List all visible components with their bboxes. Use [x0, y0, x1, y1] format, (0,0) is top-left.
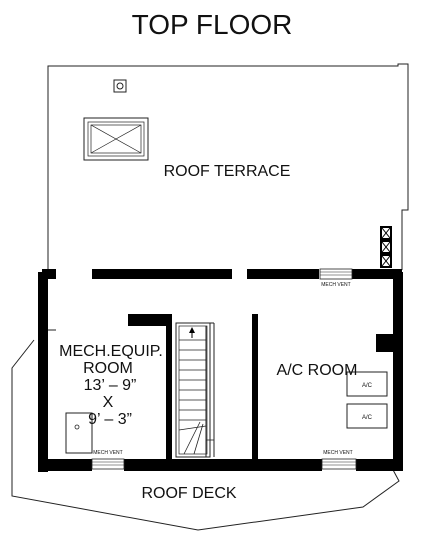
mech-room-label-line1: MECH.EQUIP.	[59, 343, 163, 360]
mech-vent-top-label: MECH VENT	[321, 282, 350, 288]
walls	[38, 269, 403, 472]
roof-deck-label: ROOF DECK	[141, 485, 236, 502]
roof-terrace-label: ROOF TERRACE	[164, 163, 291, 180]
mech-room-label-line2: ROOM	[83, 360, 133, 377]
roof-vent-icon	[116, 82, 124, 90]
ac-unit-2	[346, 403, 388, 429]
roof-vent-box	[113, 79, 127, 93]
roof-terrace-outline	[47, 63, 409, 271]
mech-room-dimension-1: 13’ – 9”	[84, 377, 137, 394]
water-heater	[65, 412, 93, 454]
stair-winders	[178, 421, 214, 455]
mech-vent-bottom-right-label: MECH VENT	[323, 450, 352, 456]
ac-unit-1	[346, 371, 388, 397]
roof-deck-outline	[11, 339, 400, 531]
mech-room-dimension-x: X	[103, 394, 114, 411]
ac-unit-2-label: A/C	[362, 415, 373, 421]
mech-vent-top	[319, 268, 353, 280]
mech-room-dimension-2: 9’ – 3”	[88, 411, 132, 428]
skylight	[83, 117, 149, 161]
plan-title: TOP FLOOR	[132, 9, 293, 40]
ac-room-label: A/C ROOM	[277, 362, 358, 379]
mech-vent-bottom-left	[91, 458, 125, 470]
stair-direction-arrow	[189, 327, 195, 338]
stair-treads	[179, 339, 206, 421]
mech-vent-bottom-left-label: MECH VENT	[93, 450, 122, 456]
staircase	[175, 322, 215, 458]
ac-unit-1-label: A/C	[362, 383, 373, 389]
mech-vent-bottom-right	[321, 458, 357, 470]
exhaust-fans	[380, 226, 392, 268]
